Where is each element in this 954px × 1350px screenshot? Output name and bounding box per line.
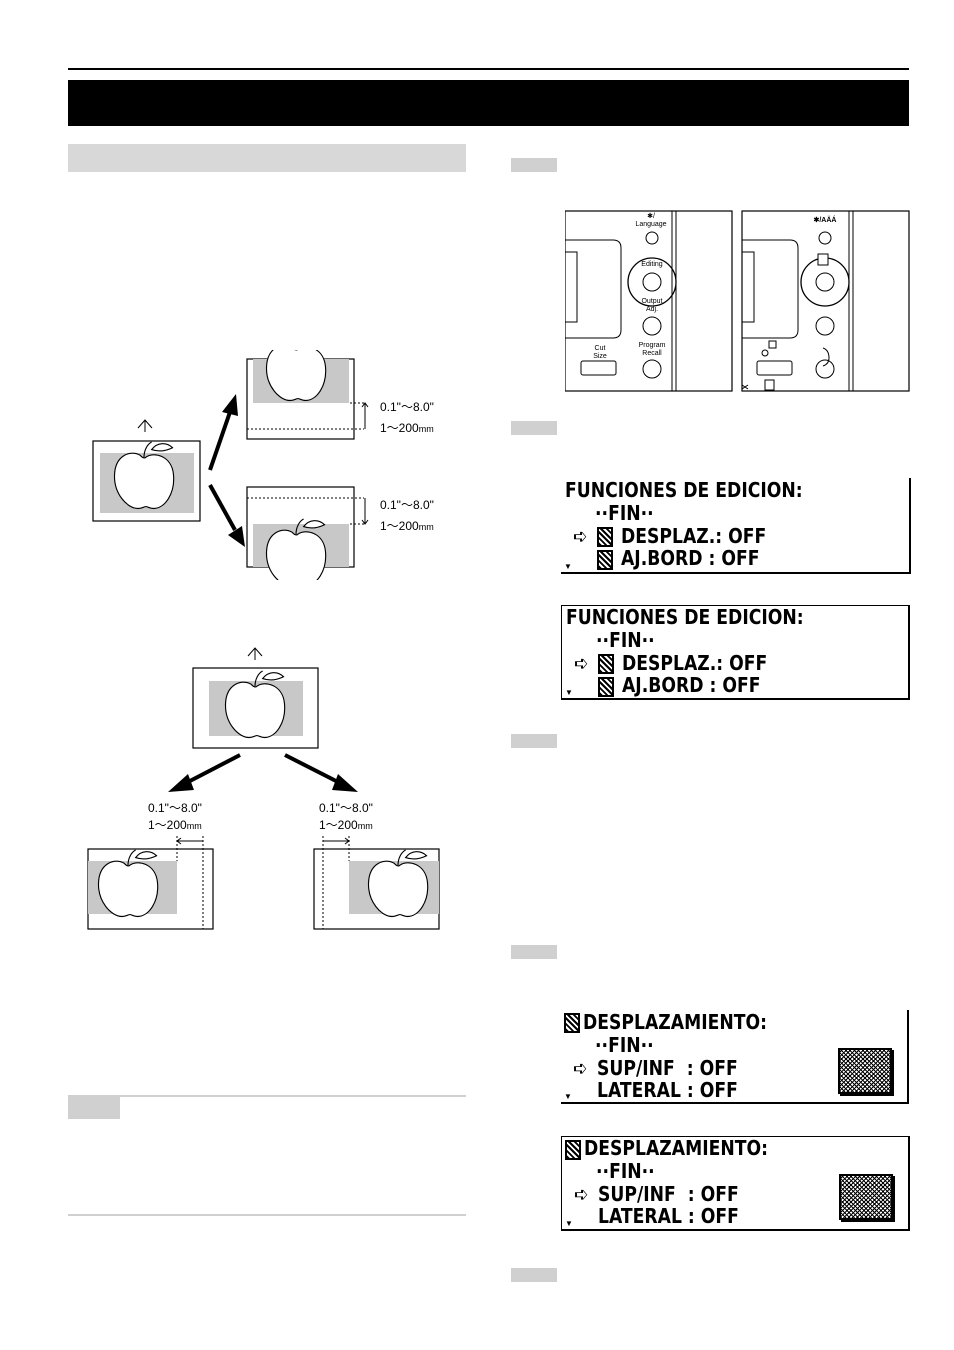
scroll-down-icon: ▼ (565, 1219, 573, 1228)
figure-lateral-shift (87, 647, 440, 930)
shift-preview-icon (838, 1048, 892, 1094)
lcd-item-top-bottom: SUP/INF : OFF (598, 1182, 739, 1206)
shift-icon (598, 654, 614, 674)
step-tab-3 (511, 734, 557, 748)
lcd-fin: ··FIN·· (595, 501, 654, 525)
note-bottom-rule (68, 1214, 466, 1216)
scroll-down-icon: ▼ (564, 562, 572, 571)
section-heading-bar (68, 144, 466, 172)
dim-label-mm-right: 1～200mm (319, 818, 373, 832)
language-key-symbol-right: ✱/AÄÁ (813, 217, 837, 224)
program-recall-key-label: Program Recall (638, 342, 666, 357)
lcd-item-shift: DESPLAZ.: OFF (622, 651, 768, 675)
lcd-title: DESPLAZAMIENTO: (583, 1010, 767, 1034)
dim-label-inch-top: 0.1"～8.0" (380, 400, 434, 414)
language-key-symbol: ✱/ (647, 213, 655, 220)
dim-label-mm-bottom: 1～200mm (380, 519, 434, 533)
cursor-arrow-icon: ➪ (573, 524, 588, 548)
shift-icon (597, 527, 613, 547)
dim-label-inch-bottom: 0.1"～8.0" (380, 498, 434, 512)
step-tab-2 (511, 421, 557, 435)
lcd-item-lateral: LATERAL : OFF (597, 1078, 738, 1102)
scroll-down-icon: ▼ (564, 1092, 572, 1101)
step-tab-5 (511, 1268, 557, 1282)
lcd-item-border: AJ.BORD : OFF (622, 673, 761, 697)
dim-label-inch-left: 0.1"～8.0" (148, 801, 202, 815)
cursor-arrow-icon: ➪ (574, 651, 589, 675)
lcd-item-border: AJ.BORD : OFF (621, 546, 760, 570)
figure-vertical-shift (92, 350, 369, 580)
border-erase-icon (597, 550, 613, 570)
lcd-title: FUNCIONES DE EDICION: (565, 478, 803, 502)
step-tab-4 (511, 945, 557, 959)
step-tab-1 (511, 158, 557, 172)
lcd-shift-metric: DESPLAZAMIENTO: ··FIN·· ➪ SUP/INF : OFF … (561, 1136, 910, 1231)
lcd-shift-inch: DESPLAZAMIENTO: ··FIN·· ➪ SUP/INF : OFF … (561, 1010, 909, 1104)
dim-label-mm-top: 1～200mm (380, 421, 434, 435)
border-erase-icon (598, 677, 614, 697)
lcd-item-shift: DESPLAZ.: OFF (621, 524, 767, 548)
scroll-down-icon: ▼ (565, 688, 573, 697)
shift-preview-icon (839, 1174, 893, 1220)
dim-label-mm-left: 1～200mm (148, 818, 202, 832)
cursor-arrow-icon: ➪ (573, 1056, 588, 1080)
language-key-label: Language (635, 221, 667, 228)
dim-label-inch-right: 0.1"～8.0" (319, 801, 373, 815)
lcd-fin: ··FIN·· (596, 1159, 655, 1183)
lcd-item-lateral: LATERAL : OFF (598, 1204, 739, 1228)
editing-key-label: Editing (641, 261, 663, 268)
shift-icon (565, 1140, 581, 1160)
shift-icon (564, 1013, 580, 1033)
output-adj-key-label: Output Adj. (641, 298, 663, 313)
lcd-fin: ··FIN·· (595, 1033, 654, 1057)
lcd-title: FUNCIONES DE EDICION: (566, 605, 804, 629)
chapter-title-bar (68, 80, 909, 126)
note-top-rule (68, 1095, 466, 1097)
operation-panel-illustration (565, 210, 910, 392)
lcd-editing-functions-metric: FUNCIONES DE EDICION: ··FIN·· ➪ DESPLAZ.… (561, 605, 910, 700)
lcd-editing-functions-inch: FUNCIONES DE EDICION: ··FIN·· ➪ DESPLAZ.… (561, 478, 911, 574)
lcd-item-top-bottom: SUP/INF : OFF (597, 1056, 738, 1080)
top-rule (68, 68, 909, 70)
lcd-title: DESPLAZAMIENTO: (584, 1136, 768, 1160)
cut-size-key-label: Cut Size (593, 345, 607, 360)
note-tab (68, 1097, 120, 1119)
cursor-arrow-icon: ➪ (574, 1182, 589, 1206)
lcd-fin: ··FIN·· (596, 628, 655, 652)
